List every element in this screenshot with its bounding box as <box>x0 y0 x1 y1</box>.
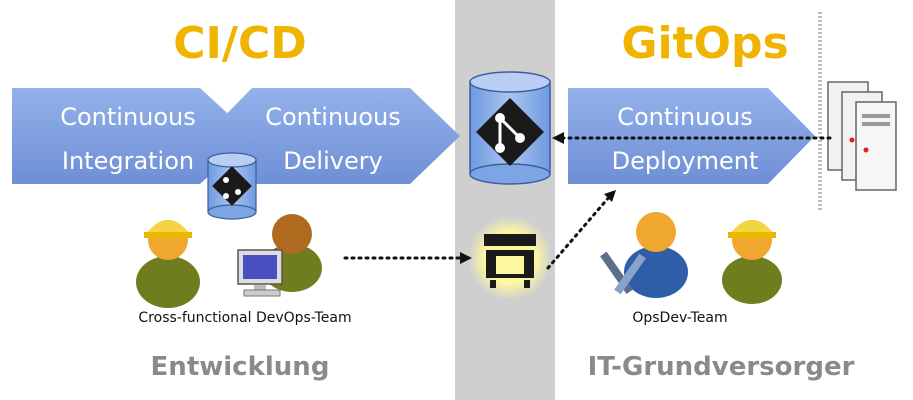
arrowhead-deploy <box>604 190 616 202</box>
admin-icon <box>600 212 688 298</box>
cd-arrow <box>205 88 460 184</box>
deploy-label-line1: Continuous <box>617 103 753 131</box>
heading-gitops: GitOps <box>621 18 789 69</box>
section-entwicklung: Entwicklung <box>150 352 330 382</box>
git-repo-small-icon <box>207 152 257 220</box>
worker-right-icon <box>722 220 782 304</box>
deployment-arrow <box>568 88 815 184</box>
ci-label: Continuous Integration <box>28 102 228 176</box>
left-team-caption: Cross-functional DevOps-Team <box>138 310 352 326</box>
ci-label-line2: Integration <box>61 147 195 175</box>
dotted-connectors <box>343 136 832 270</box>
server-stack-icon <box>827 81 897 191</box>
git-repo-icon <box>469 71 551 185</box>
ci-label-line1: Continuous <box>60 103 196 131</box>
section-it-grundversorger: IT-Grundversorger <box>587 352 855 382</box>
deploy-label-line2: Deployment <box>611 147 759 175</box>
central-stripe <box>455 0 555 400</box>
marketplace-icon <box>468 216 552 300</box>
arrowhead-git <box>552 132 564 144</box>
monitor-icon <box>237 249 283 297</box>
deploy-label: Continuous Deployment <box>580 102 790 176</box>
ci-arrow <box>12 88 252 184</box>
worker-icon <box>136 220 200 308</box>
heading-cicd: CI/CD <box>173 18 307 69</box>
cd-label: Continuous Delivery <box>238 102 428 176</box>
arrowhead-market <box>460 252 472 264</box>
cd-label-line2: Delivery <box>283 147 383 175</box>
right-team-caption: OpsDev-Team <box>632 310 728 326</box>
cd-label-line1: Continuous <box>265 103 401 131</box>
